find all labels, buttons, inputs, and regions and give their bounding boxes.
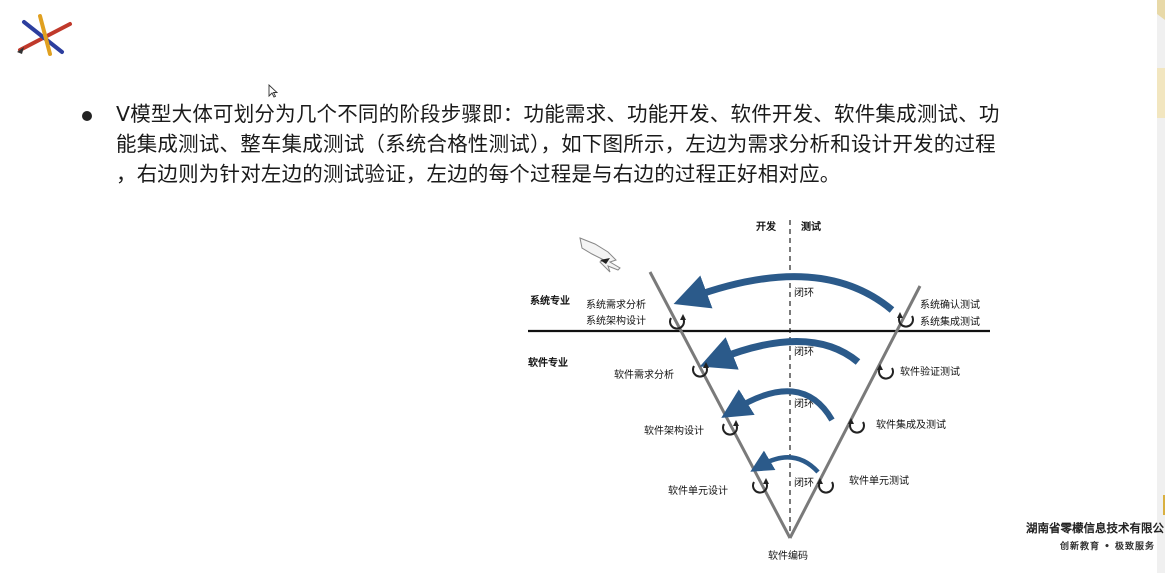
company-slogan: 创新教育 • 极致服务 <box>1060 542 1156 552</box>
cycle-icon-left-3 <box>722 420 739 436</box>
bullet-line-2: 能集成测试、整车集成测试（系统合格性测试），如下图所示，左边为需求分析和设计开发… <box>116 132 996 156</box>
loop-label-3: 闭环 <box>794 397 814 410</box>
cycle-icon-right-4 <box>817 478 834 494</box>
right-sys-confirm: 系统确认测试 <box>920 298 980 311</box>
domain-software: 软件专业 <box>528 356 568 369</box>
cycle-icon-right-2 <box>877 364 894 380</box>
left-sys-req: 系统需求分析 <box>586 298 646 311</box>
bullet-paragraph: V模型大体可划分为几个不同的阶段步骤即：功能需求、功能开发、软件开发、软件集成测… <box>116 99 1156 189</box>
v-right-line <box>788 285 922 539</box>
left-sw-req: 软件需求分析 <box>614 368 674 381</box>
cycle-icon-left-4 <box>752 478 769 494</box>
loop-label-4: 闭环 <box>794 476 814 489</box>
bottom-coding: 软件编码 <box>768 549 808 562</box>
cycle-icon-left-2 <box>692 362 709 378</box>
right-sys-integ: 系统集成测试 <box>920 315 980 328</box>
right-sw-integ: 软件集成及测试 <box>876 418 946 431</box>
left-sys-arch: 系统架构设计 <box>586 314 646 327</box>
domain-system: 系统专业 <box>530 294 570 307</box>
pencils-logo-icon <box>17 14 72 56</box>
loop-arrow-3 <box>721 388 835 422</box>
loop-label-1: 闭环 <box>794 286 814 299</box>
loop-arrow-2 <box>699 337 861 370</box>
bullet-line-3: ，右边则为针对左边的测试验证，左边的每个过程是与右边的过程正好相对应。 <box>116 162 841 186</box>
v-model-diagram: 开发 测试 系统专业 软件专业 系统需求分析 系统架构设计 软件需求分析 软件架… <box>528 220 990 562</box>
company-name: 湖南省零檬信息技术有限公 <box>1026 521 1164 535</box>
loop-arrow-1 <box>673 273 895 313</box>
bullet-dot <box>82 111 92 121</box>
cycle-icon-right-1 <box>897 312 914 328</box>
left-sw-arch: 软件架构设计 <box>644 424 704 437</box>
right-sw-unit-test: 软件单元测试 <box>849 474 909 487</box>
loop-label-2: 闭环 <box>794 345 814 358</box>
cycle-icon-right-3 <box>848 418 865 434</box>
bullet-line-1: V模型大体可划分为几个不同的阶段步骤即：功能需求、功能开发、软件开发、软件集成测… <box>116 102 1000 126</box>
left-sw-unit: 软件单元设计 <box>668 484 728 497</box>
header-test: 测试 <box>801 220 821 233</box>
v-left-line <box>648 271 792 539</box>
header-dev: 开发 <box>756 220 777 233</box>
mouse-cursor-icon <box>268 84 278 98</box>
right-decoration <box>1157 0 1165 573</box>
cycle-icon-left-1 <box>669 314 686 330</box>
right-sw-verify: 软件验证测试 <box>900 365 960 378</box>
loop-arrow-4 <box>750 450 820 474</box>
lightning-icon <box>579 237 621 273</box>
